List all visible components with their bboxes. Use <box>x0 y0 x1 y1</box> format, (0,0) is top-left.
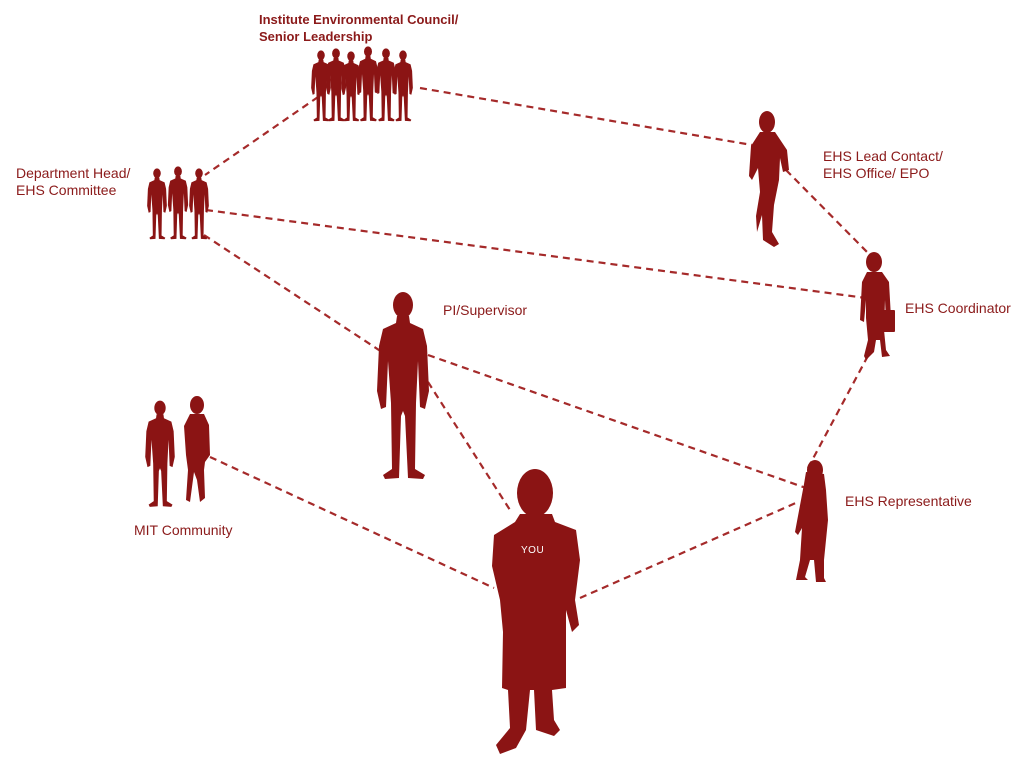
two-people-icon <box>145 396 210 507</box>
standing-person-icon <box>377 292 429 479</box>
link-supervisor-representative <box>427 353 807 490</box>
supervisor-label: PI/Supervisor <box>443 302 527 319</box>
you-label: YOU <box>521 545 545 556</box>
link-lead-contact-coordinator <box>785 169 871 256</box>
department-label-line-1: Department Head/ <box>16 165 131 181</box>
representative-label-text: EHS Representative <box>845 493 972 509</box>
walking-person-icon <box>749 111 789 247</box>
department-label-line-2: EHS Committee <box>16 182 117 198</box>
community-label-text: MIT Community <box>134 522 233 538</box>
link-community-you <box>209 456 495 589</box>
council-label-line-2: Senior Leadership <box>259 29 373 44</box>
department-label: Department Head/ EHS Committee <box>16 165 130 199</box>
group-of-three-people-icon <box>147 166 209 240</box>
council-label: Institute Environmental Council/ Senior … <box>259 11 458 45</box>
connection-lines <box>203 86 871 600</box>
person-with-briefcase-icon <box>860 252 895 360</box>
woman-person-icon <box>795 460 828 582</box>
link-council-department <box>204 96 319 176</box>
community-label: MIT Community <box>134 522 233 539</box>
coordinator-label: EHS Coordinator <box>905 300 1011 317</box>
link-you-representative <box>579 500 799 600</box>
lead-contact-label-line-2: EHS Office/ EPO <box>823 165 930 181</box>
large-person-icon <box>492 469 580 754</box>
link-supervisor-you <box>427 381 511 511</box>
lead-contact-label: EHS Lead Contact/ EHS Office/ EPO <box>823 148 943 182</box>
link-council-lead-contact <box>419 86 753 147</box>
link-department-coordinator <box>205 208 867 300</box>
supervisor-label-text: PI/Supervisor <box>443 302 528 318</box>
link-department-supervisor <box>203 234 383 353</box>
group-of-six-people-icon <box>311 46 413 122</box>
lead-contact-label-line-1: EHS Lead Contact/ <box>823 148 943 164</box>
coordinator-label-text: EHS Coordinator <box>905 300 1011 316</box>
council-label-line-1: Institute Environmental Council/ <box>259 12 459 27</box>
representative-label: EHS Representative <box>845 493 972 510</box>
link-representative-coordinator <box>807 351 871 469</box>
